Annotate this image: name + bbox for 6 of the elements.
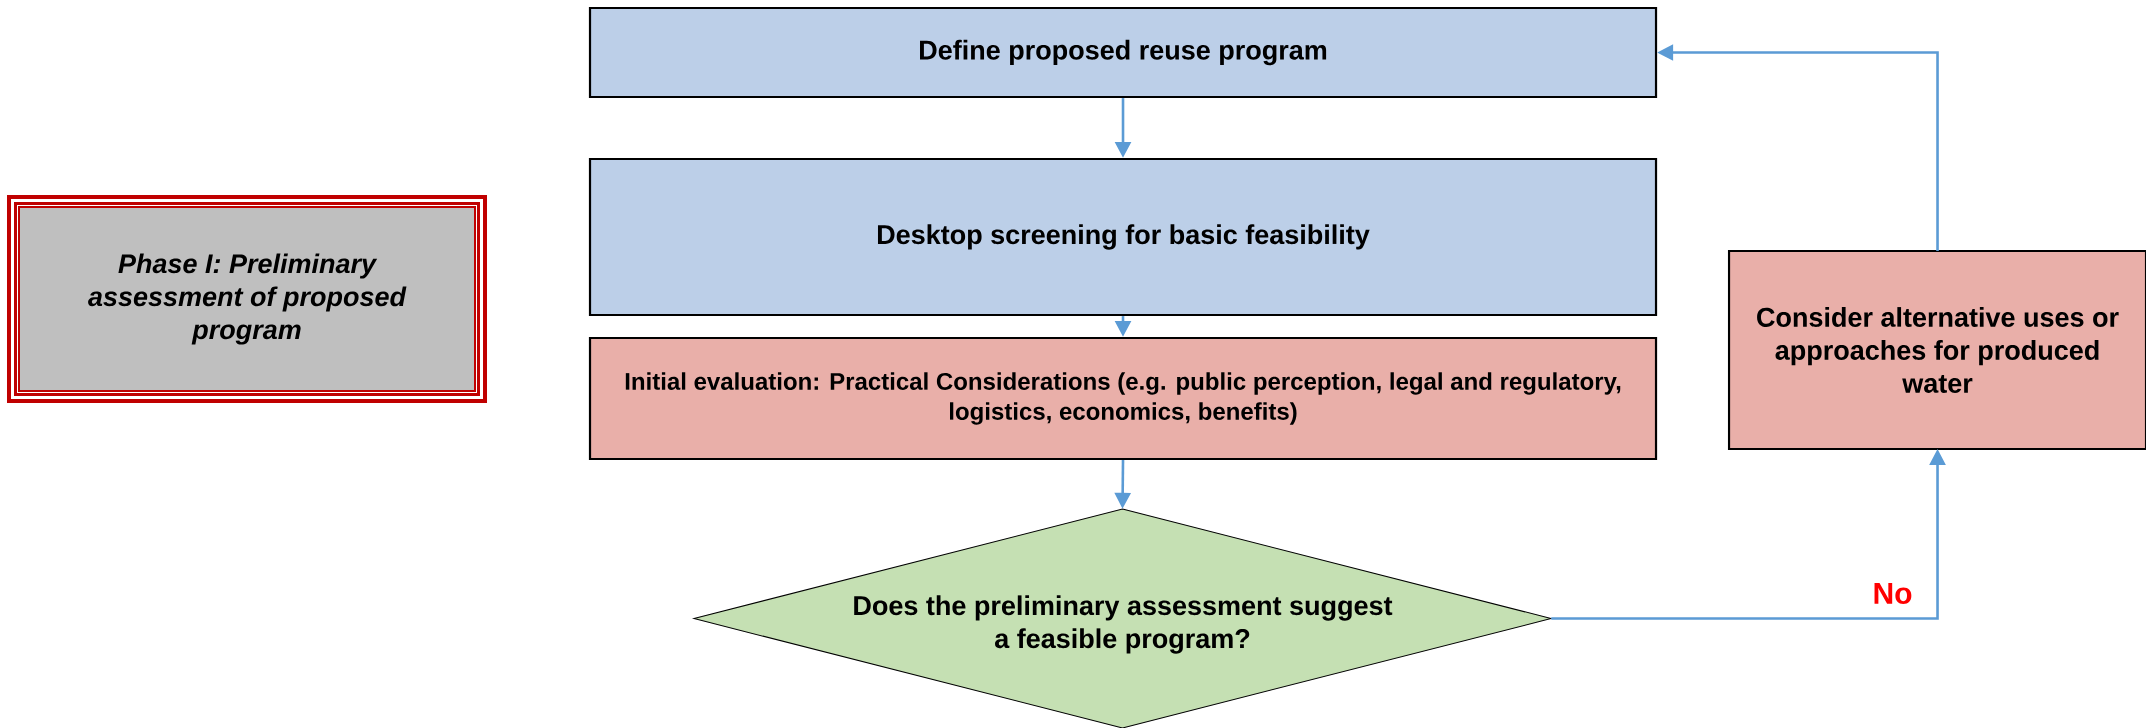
phase-box: Phase I: Preliminary assessment of proposed program [7, 195, 487, 403]
edge-label: No [1870, 581, 1915, 606]
process-box: Initial evaluation: Practical Considerations (e.g. public perception, legal and regulatory, logistics, economics, benefits) [588, 336, 1658, 461]
process-box: Desktop screening for basic feasibility [588, 157, 1658, 317]
process-box: Consider alternative uses or approaches for produced water [1727, 249, 2146, 451]
process-box: Define proposed reuse program [588, 6, 1658, 99]
